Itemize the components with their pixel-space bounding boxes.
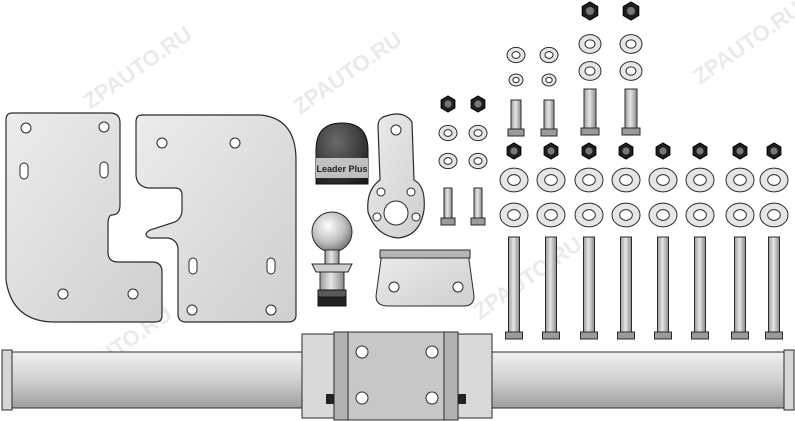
bolt [621, 88, 641, 136]
bolt [617, 236, 635, 340]
hex-nut [655, 142, 671, 160]
hex-nut [692, 142, 708, 160]
hex-nut [470, 95, 486, 113]
washer [499, 202, 529, 228]
bent-bracket [375, 249, 475, 307]
washer [468, 152, 488, 170]
washer [648, 202, 678, 228]
washer [578, 34, 602, 54]
washer [508, 73, 524, 87]
left-mounting-plate [5, 112, 163, 323]
bolt [542, 236, 560, 340]
washer [499, 167, 529, 193]
hex-nut [622, 1, 640, 21]
bolt [470, 187, 486, 226]
bolt [580, 88, 600, 136]
washer [539, 46, 559, 64]
washer [725, 202, 755, 228]
long-bolt-set [499, 142, 789, 340]
watermark-text: ZPAUTO.RU [289, 26, 407, 119]
watermark-text: ZPAUTO.RU [469, 231, 587, 324]
small-bolt-set [438, 95, 488, 226]
washer [506, 46, 526, 64]
washer [619, 34, 643, 54]
hex-nut [581, 1, 599, 21]
hex-nut [506, 142, 522, 160]
ball-cover-label: Leader Plus [316, 164, 367, 174]
bolt [765, 236, 783, 340]
hex-nut [766, 142, 782, 160]
washer [574, 202, 604, 228]
washer [725, 167, 755, 193]
cross-beam [1, 331, 795, 421]
bolt [507, 99, 525, 137]
bolt [731, 236, 749, 340]
hex-nut [581, 142, 597, 160]
washer [685, 202, 715, 228]
hex-nut [440, 95, 456, 113]
hex-nut [732, 142, 748, 160]
hex-nut [543, 142, 559, 160]
socket-bracket [367, 113, 425, 239]
washer [438, 124, 458, 142]
washer [611, 167, 641, 193]
watermark-text: ZPAUTO.RU [79, 21, 197, 114]
ball-cover-cap: Leader Plus [315, 122, 369, 185]
watermark-text: ZPAUTO.RU [689, 0, 795, 89]
washer [574, 167, 604, 193]
washer [536, 167, 566, 193]
washer [536, 202, 566, 228]
right-mounting-plate [135, 114, 297, 323]
top-bolt-set [506, 1, 643, 137]
hex-nut [618, 142, 634, 160]
bolt [540, 99, 558, 137]
bolt [505, 236, 523, 340]
washer [438, 152, 458, 170]
washer [468, 124, 488, 142]
washer [648, 167, 678, 193]
bolt [580, 236, 598, 340]
washer [685, 167, 715, 193]
washer [611, 202, 641, 228]
tow-ball [311, 211, 353, 307]
washer [619, 61, 643, 81]
bolt [654, 236, 672, 340]
washer [759, 167, 789, 193]
bolt [691, 236, 709, 340]
bolt [440, 187, 456, 226]
washer [541, 73, 557, 87]
washer [759, 202, 789, 228]
washer [578, 61, 602, 81]
